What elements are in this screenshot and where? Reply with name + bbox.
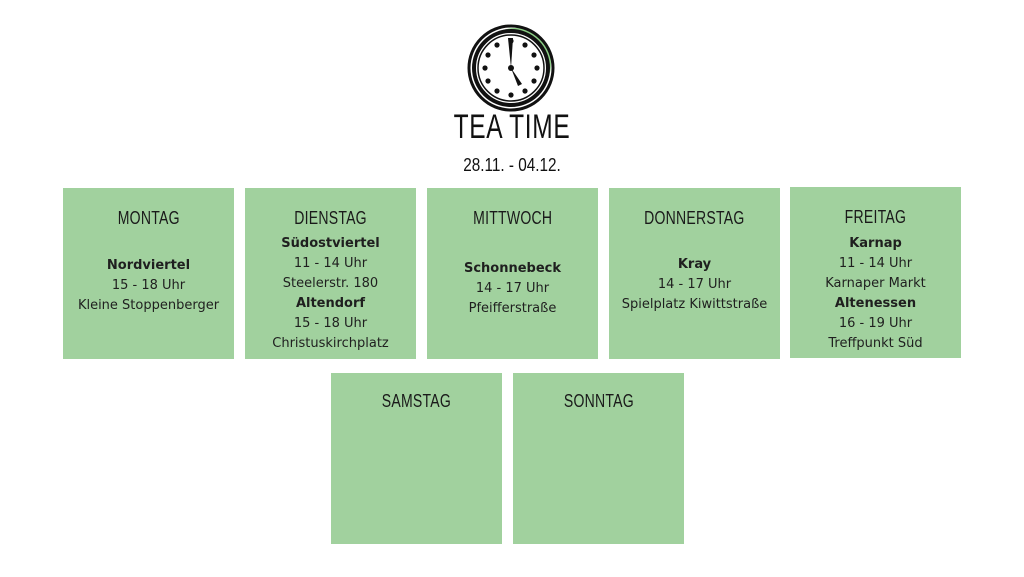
entry-place: Kray	[677, 257, 712, 272]
day-title: FREITAG	[844, 207, 907, 227]
day-card-freitag: FREITAG Karnap 11 - 14 Uhr Karnaper Mark…	[790, 187, 961, 358]
entry-place: Südostviertel	[281, 236, 380, 251]
day-title: MONTAG	[117, 208, 180, 228]
entry-place: Nordviertel	[106, 258, 191, 273]
entry-place: Altenessen	[834, 296, 917, 311]
app-title: TEA TIME	[453, 108, 571, 146]
clock-icon	[467, 24, 555, 112]
day-content: Schonnebeck 14 - 17 Uhr Pfeifferstraße	[427, 259, 598, 319]
entry-time: 11 - 14 Uhr	[838, 256, 913, 271]
date-range: 28.11. - 04.12.	[463, 155, 561, 175]
day-content: Kray 14 - 17 Uhr Spielplatz Kiwittstraße	[609, 255, 780, 315]
entry-time: 15 - 18 Uhr	[111, 278, 186, 293]
entry-time: 16 - 19 Uhr	[838, 316, 913, 331]
entry-location: Pfeifferstraße	[468, 301, 557, 316]
entry-location: Karnaper Markt	[825, 276, 926, 291]
entry-place: Karnap	[849, 236, 902, 251]
day-card-dienstag: DIENSTAG Südostviertel 11 - 14 Uhr Steel…	[245, 188, 416, 359]
entry-time: 11 - 14 Uhr	[293, 256, 368, 271]
entry-location: Christuskirchplatz	[272, 336, 389, 351]
day-content: Nordviertel 15 - 18 Uhr Kleine Stoppenbe…	[63, 256, 234, 316]
day-card-donnerstag: DONNERSTAG Kray 14 - 17 Uhr Spielplatz K…	[609, 188, 780, 359]
entry-time: 14 - 17 Uhr	[475, 281, 550, 296]
entry-location: Kleine Stoppenberger	[77, 298, 220, 313]
day-title: DONNERSTAG	[644, 208, 745, 228]
entry-location: Steelerstr. 180	[282, 276, 379, 291]
day-card-mittwoch: MITTWOCH Schonnebeck 14 - 17 Uhr Pfeiffe…	[427, 188, 598, 359]
entry-location: Treffpunkt Süd	[828, 336, 923, 351]
day-title: SONNTAG	[563, 391, 634, 411]
entry-location: Spielplatz Kiwittstraße	[621, 297, 768, 312]
entry-time: 15 - 18 Uhr	[293, 316, 368, 331]
day-title: DIENSTAG	[294, 208, 367, 228]
day-card-samstag: SAMSTAG	[331, 373, 502, 544]
day-card-sonntag: SONNTAG	[513, 373, 684, 544]
day-card-montag: MONTAG Nordviertel 15 - 18 Uhr Kleine St…	[63, 188, 234, 359]
entry-time: 14 - 17 Uhr	[657, 277, 732, 292]
entry-place: Altendorf	[295, 296, 366, 311]
day-content: Südostviertel 11 - 14 Uhr Steelerstr. 18…	[245, 234, 416, 354]
day-title: SAMSTAG	[381, 391, 452, 411]
day-content: Karnap 11 - 14 Uhr Karnaper Markt Altene…	[790, 234, 961, 354]
day-title: MITTWOCH	[472, 208, 553, 228]
entry-place: Schonnebeck	[463, 261, 562, 276]
